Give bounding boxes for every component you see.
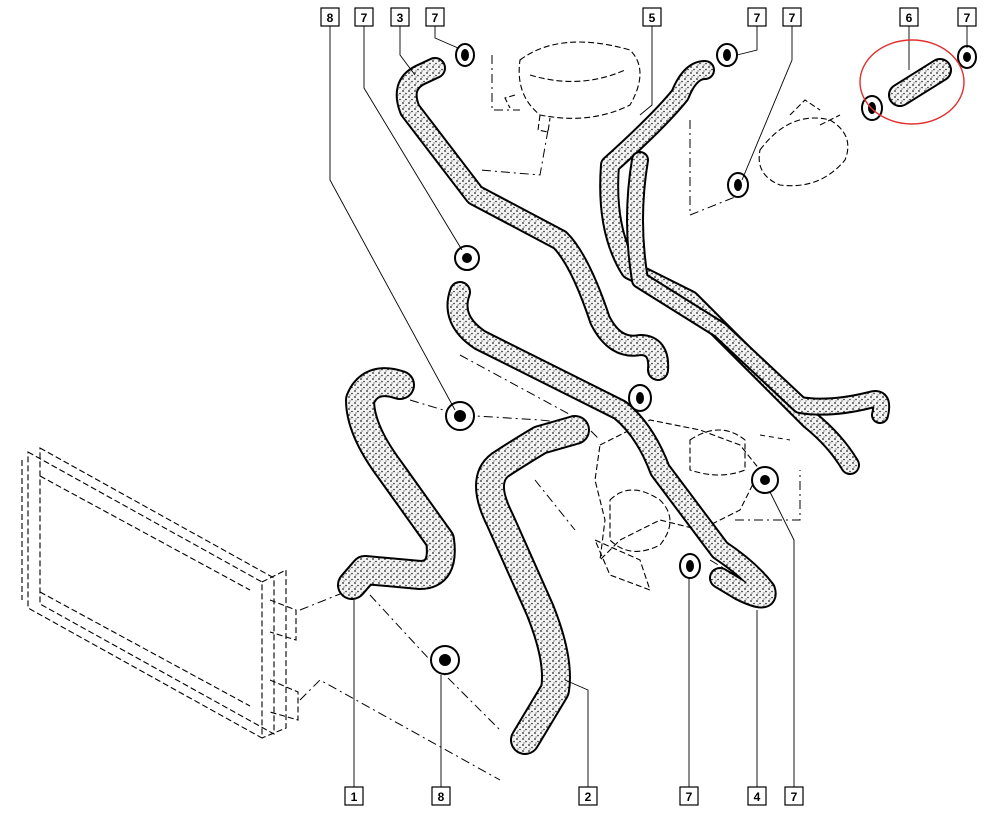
callout-6-top[interactable]: 6 (899, 7, 919, 27)
expansion-tank (504, 41, 641, 133)
leader-lines (329, 26, 968, 787)
clamp-hose3-end (628, 384, 652, 412)
svg-text:4: 4 (754, 790, 761, 804)
clamp-mid-7 (679, 553, 701, 579)
callout-8-bottom[interactable]: 8 (431, 786, 451, 806)
clamp-6-right (957, 45, 977, 69)
svg-text:7: 7 (791, 790, 798, 804)
callout-2-bottom[interactable]: 2 (578, 786, 598, 806)
heater-valve (758, 99, 849, 187)
callout-5-top[interactable]: 5 (642, 7, 662, 27)
clamp-hose4-top (454, 245, 480, 271)
callouts-top: 8 7 3 7 5 7 7 6 7 (320, 7, 977, 27)
callout-7-bottom-a[interactable]: 7 (679, 786, 699, 806)
svg-text:3: 3 (397, 11, 404, 25)
callout-7-top-c[interactable]: 7 (747, 7, 767, 27)
callout-8-top[interactable]: 8 (320, 7, 340, 27)
callout-7-top-e[interactable]: 7 (957, 7, 977, 27)
svg-text:7: 7 (361, 11, 368, 25)
svg-text:8: 8 (438, 790, 445, 804)
clamp-8-upper (445, 401, 475, 431)
svg-text:7: 7 (789, 11, 796, 25)
svg-text:7: 7 (686, 790, 693, 804)
svg-text:1: 1 (351, 790, 358, 804)
svg-text:2: 2 (585, 790, 592, 804)
hose-4 (446, 281, 777, 609)
svg-text:7: 7 (964, 11, 971, 25)
hose-3 (395, 57, 670, 381)
svg-text:5: 5 (649, 11, 656, 25)
callout-7-bottom-b[interactable]: 7 (784, 786, 804, 806)
callout-3-top[interactable]: 3 (390, 7, 410, 27)
radiator (21, 447, 299, 739)
hoses (337, 57, 952, 755)
svg-text:7: 7 (754, 11, 761, 25)
clamp-right-5 (751, 466, 779, 494)
hose-2 (475, 415, 590, 755)
callouts-bottom: 1 8 2 7 4 7 (344, 786, 804, 806)
clamp-valve (727, 172, 749, 198)
callout-1-bottom[interactable]: 1 (344, 786, 364, 806)
highlight-circle (859, 39, 965, 125)
callout-7-top-a[interactable]: 7 (354, 7, 374, 27)
callout-7-top-b[interactable]: 7 (425, 7, 445, 27)
hose-1 (337, 367, 456, 600)
svg-text:7: 7 (432, 11, 439, 25)
svg-text:8: 8 (327, 11, 334, 25)
clamp-top-tank (455, 43, 475, 67)
hose-6 (888, 58, 952, 107)
callout-7-top-d[interactable]: 7 (782, 7, 802, 27)
clamp-top-5 (716, 43, 738, 67)
callout-4-bottom[interactable]: 4 (747, 786, 767, 806)
hose-5 (599, 60, 891, 475)
clamp-8-lower (430, 645, 460, 675)
svg-text:6: 6 (906, 11, 913, 25)
